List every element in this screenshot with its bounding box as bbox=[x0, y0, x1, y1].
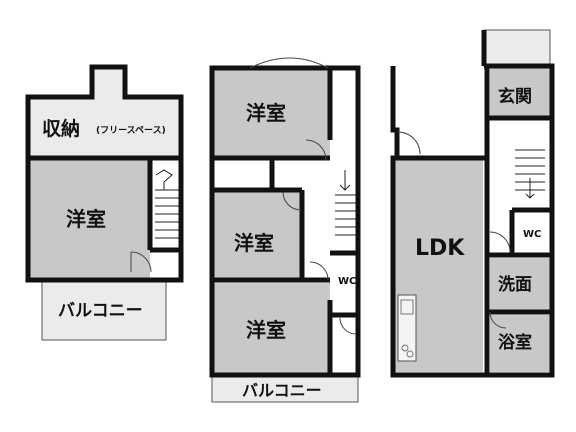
western-room-2f-bottom bbox=[212, 283, 330, 373]
bathroom bbox=[490, 315, 550, 372]
floor-3-plan: 収納 (フリースペース) 洋室 バルコニー bbox=[25, 64, 184, 341]
ldk-label: LDK bbox=[415, 236, 465, 261]
floor-2-plan: 洋室 洋室 洋室 WC バルコニー bbox=[209, 57, 361, 403]
balcony-3f-label: バルコニー bbox=[58, 301, 143, 321]
hall-1f bbox=[490, 120, 550, 210]
western-room-2f-mid-label: 洋室 bbox=[234, 231, 274, 255]
entrance-label: 玄関 bbox=[498, 86, 532, 107]
entrance bbox=[490, 68, 550, 118]
hall-2f bbox=[302, 160, 330, 280]
storage-area bbox=[28, 67, 181, 157]
western-room-2f-bottom-label: 洋室 bbox=[246, 318, 286, 342]
washroom-label: 洗面 bbox=[498, 274, 532, 295]
closet-2f-b bbox=[272, 160, 302, 188]
closet-2f bbox=[212, 160, 270, 188]
storage-note: (フリースペース) bbox=[96, 125, 166, 136]
western-room-2f-mid bbox=[212, 192, 300, 278]
storage-label: 収納 bbox=[42, 117, 80, 140]
kitchen-counter bbox=[397, 294, 417, 362]
floor-1-plan: 玄関 LDK WC 洗面 浴室 bbox=[390, 29, 555, 378]
western-room-2f-top-label: 洋室 bbox=[246, 101, 286, 125]
balcony-2f bbox=[211, 376, 359, 403]
stove-burner bbox=[401, 344, 409, 352]
wc-2f bbox=[333, 255, 358, 313]
washroom bbox=[490, 258, 550, 310]
wc-1f bbox=[515, 212, 550, 252]
stove-burner-2 bbox=[406, 350, 414, 358]
porch bbox=[483, 29, 551, 67]
bathroom-label: 浴室 bbox=[498, 332, 532, 353]
western-room-3f bbox=[28, 160, 150, 278]
stair-3f bbox=[150, 160, 181, 250]
western-room-3f-label: 洋室 bbox=[66, 207, 106, 231]
sink bbox=[400, 299, 414, 315]
wc-1f-label: WC bbox=[523, 229, 541, 240]
western-room-2f-top bbox=[212, 68, 330, 156]
balcony-2f-label: バルコニー bbox=[242, 381, 322, 400]
wc-2f-label: WC bbox=[338, 276, 356, 287]
